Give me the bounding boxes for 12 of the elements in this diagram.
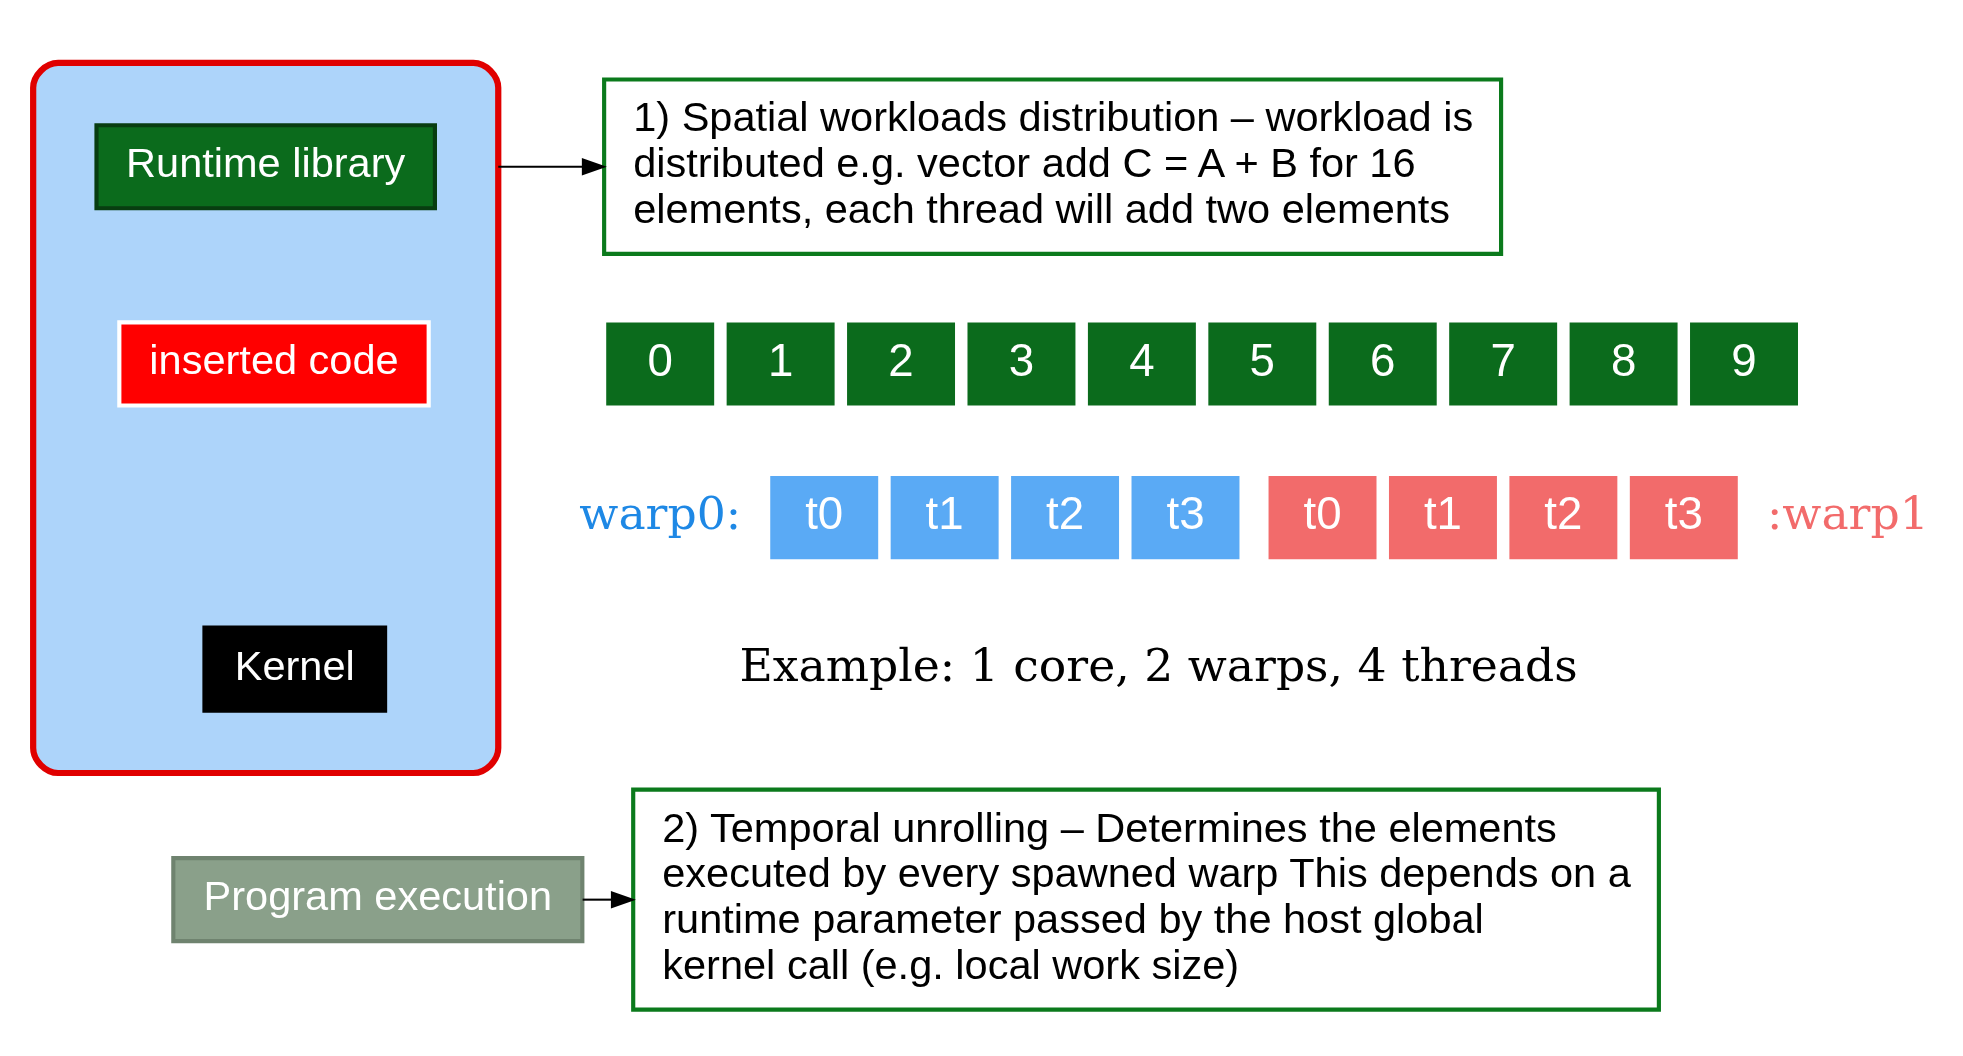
node-box: Program execution bbox=[171, 856, 585, 944]
node-box: 1) Spatial workloads distribution – workload is distributed e.g. vector add C = A + B for 16 elements, each thread will add two elements bbox=[602, 77, 1504, 256]
cluster bbox=[30, 59, 502, 777]
node-box: Kernel bbox=[202, 625, 388, 713]
arrow bbox=[582, 890, 636, 909]
label: :warp1 bbox=[1766, 487, 1929, 541]
node-box: 2) Temporal unrolling – Determines the elements executed by every spawned warp This depends on a runtime parameter passed by the host global kernel call (e.g. local work size) bbox=[631, 787, 1661, 1012]
label: Example: 1 core, 2 warps, 4 threads bbox=[739, 638, 1578, 692]
arrow bbox=[498, 158, 607, 176]
node-box: Runtime library bbox=[94, 123, 437, 211]
node-box: inserted code bbox=[117, 320, 431, 408]
label: warp0: bbox=[579, 487, 742, 541]
